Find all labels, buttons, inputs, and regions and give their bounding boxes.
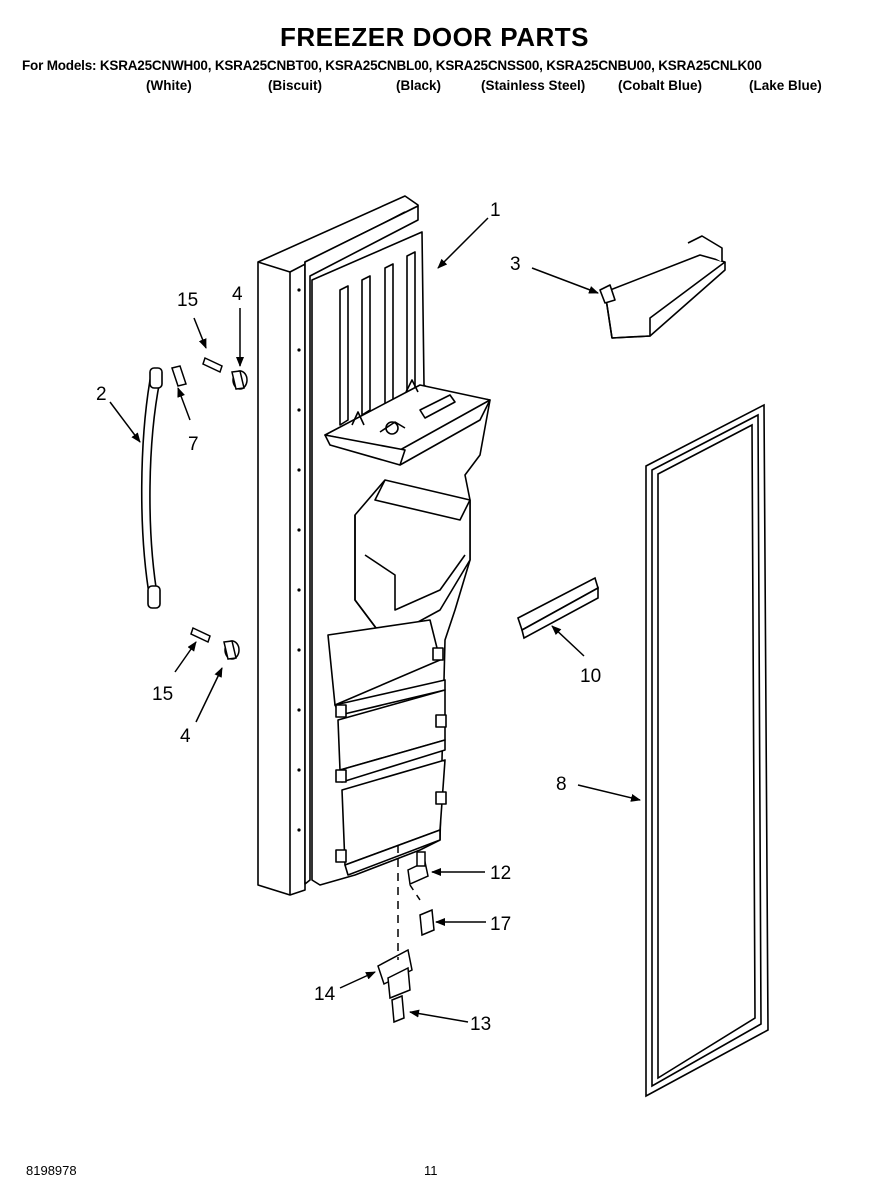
callout-labels: 1 2 3 4 4 7 8 10 12 13 14 15 15 17 bbox=[96, 200, 601, 1035]
callout-14: 14 bbox=[314, 984, 336, 1005]
gasket-part bbox=[645, 403, 769, 1098]
callout-10: 10 bbox=[580, 666, 601, 687]
callout-15-top: 15 bbox=[177, 290, 198, 311]
variant-black: (Black) bbox=[396, 78, 442, 93]
callout-15-bottom: 15 bbox=[152, 684, 173, 705]
variant-white: (White) bbox=[146, 78, 192, 93]
callout-3: 3 bbox=[510, 254, 521, 275]
callout-12: 12 bbox=[490, 863, 511, 884]
variant-lake-blue: (Lake Blue) bbox=[749, 78, 822, 93]
door-bin-part bbox=[599, 235, 726, 339]
page-title: FREEZER DOOR PARTS bbox=[280, 22, 589, 52]
variant-biscuit: (Biscuit) bbox=[268, 78, 322, 93]
handle-part bbox=[140, 367, 163, 609]
callout-8: 8 bbox=[556, 774, 567, 795]
trim-strip-part bbox=[517, 576, 599, 640]
callout-13: 13 bbox=[470, 1014, 491, 1035]
hinge-parts-group bbox=[377, 845, 435, 1024]
callout-leaders bbox=[109, 217, 641, 1023]
page-number: 11 bbox=[424, 1163, 438, 1178]
freezer-door-part bbox=[257, 195, 491, 896]
callout-4-bottom: 4 bbox=[180, 726, 191, 747]
callout-1: 1 bbox=[490, 200, 501, 221]
models-line: For Models: KSRA25CNWH00, KSRA25CNBT00, … bbox=[22, 58, 762, 73]
callout-7: 7 bbox=[188, 434, 199, 455]
variant-stainless-steel: (Stainless Steel) bbox=[481, 78, 586, 93]
fasteners-group bbox=[171, 356, 248, 660]
callout-17: 17 bbox=[490, 914, 511, 935]
doc-number: 8198978 bbox=[26, 1163, 77, 1178]
callout-4-top: 4 bbox=[232, 284, 243, 305]
door-edge-holes bbox=[297, 288, 301, 832]
callout-2: 2 bbox=[96, 384, 107, 405]
variant-cobalt-blue: (Cobalt Blue) bbox=[618, 78, 702, 93]
